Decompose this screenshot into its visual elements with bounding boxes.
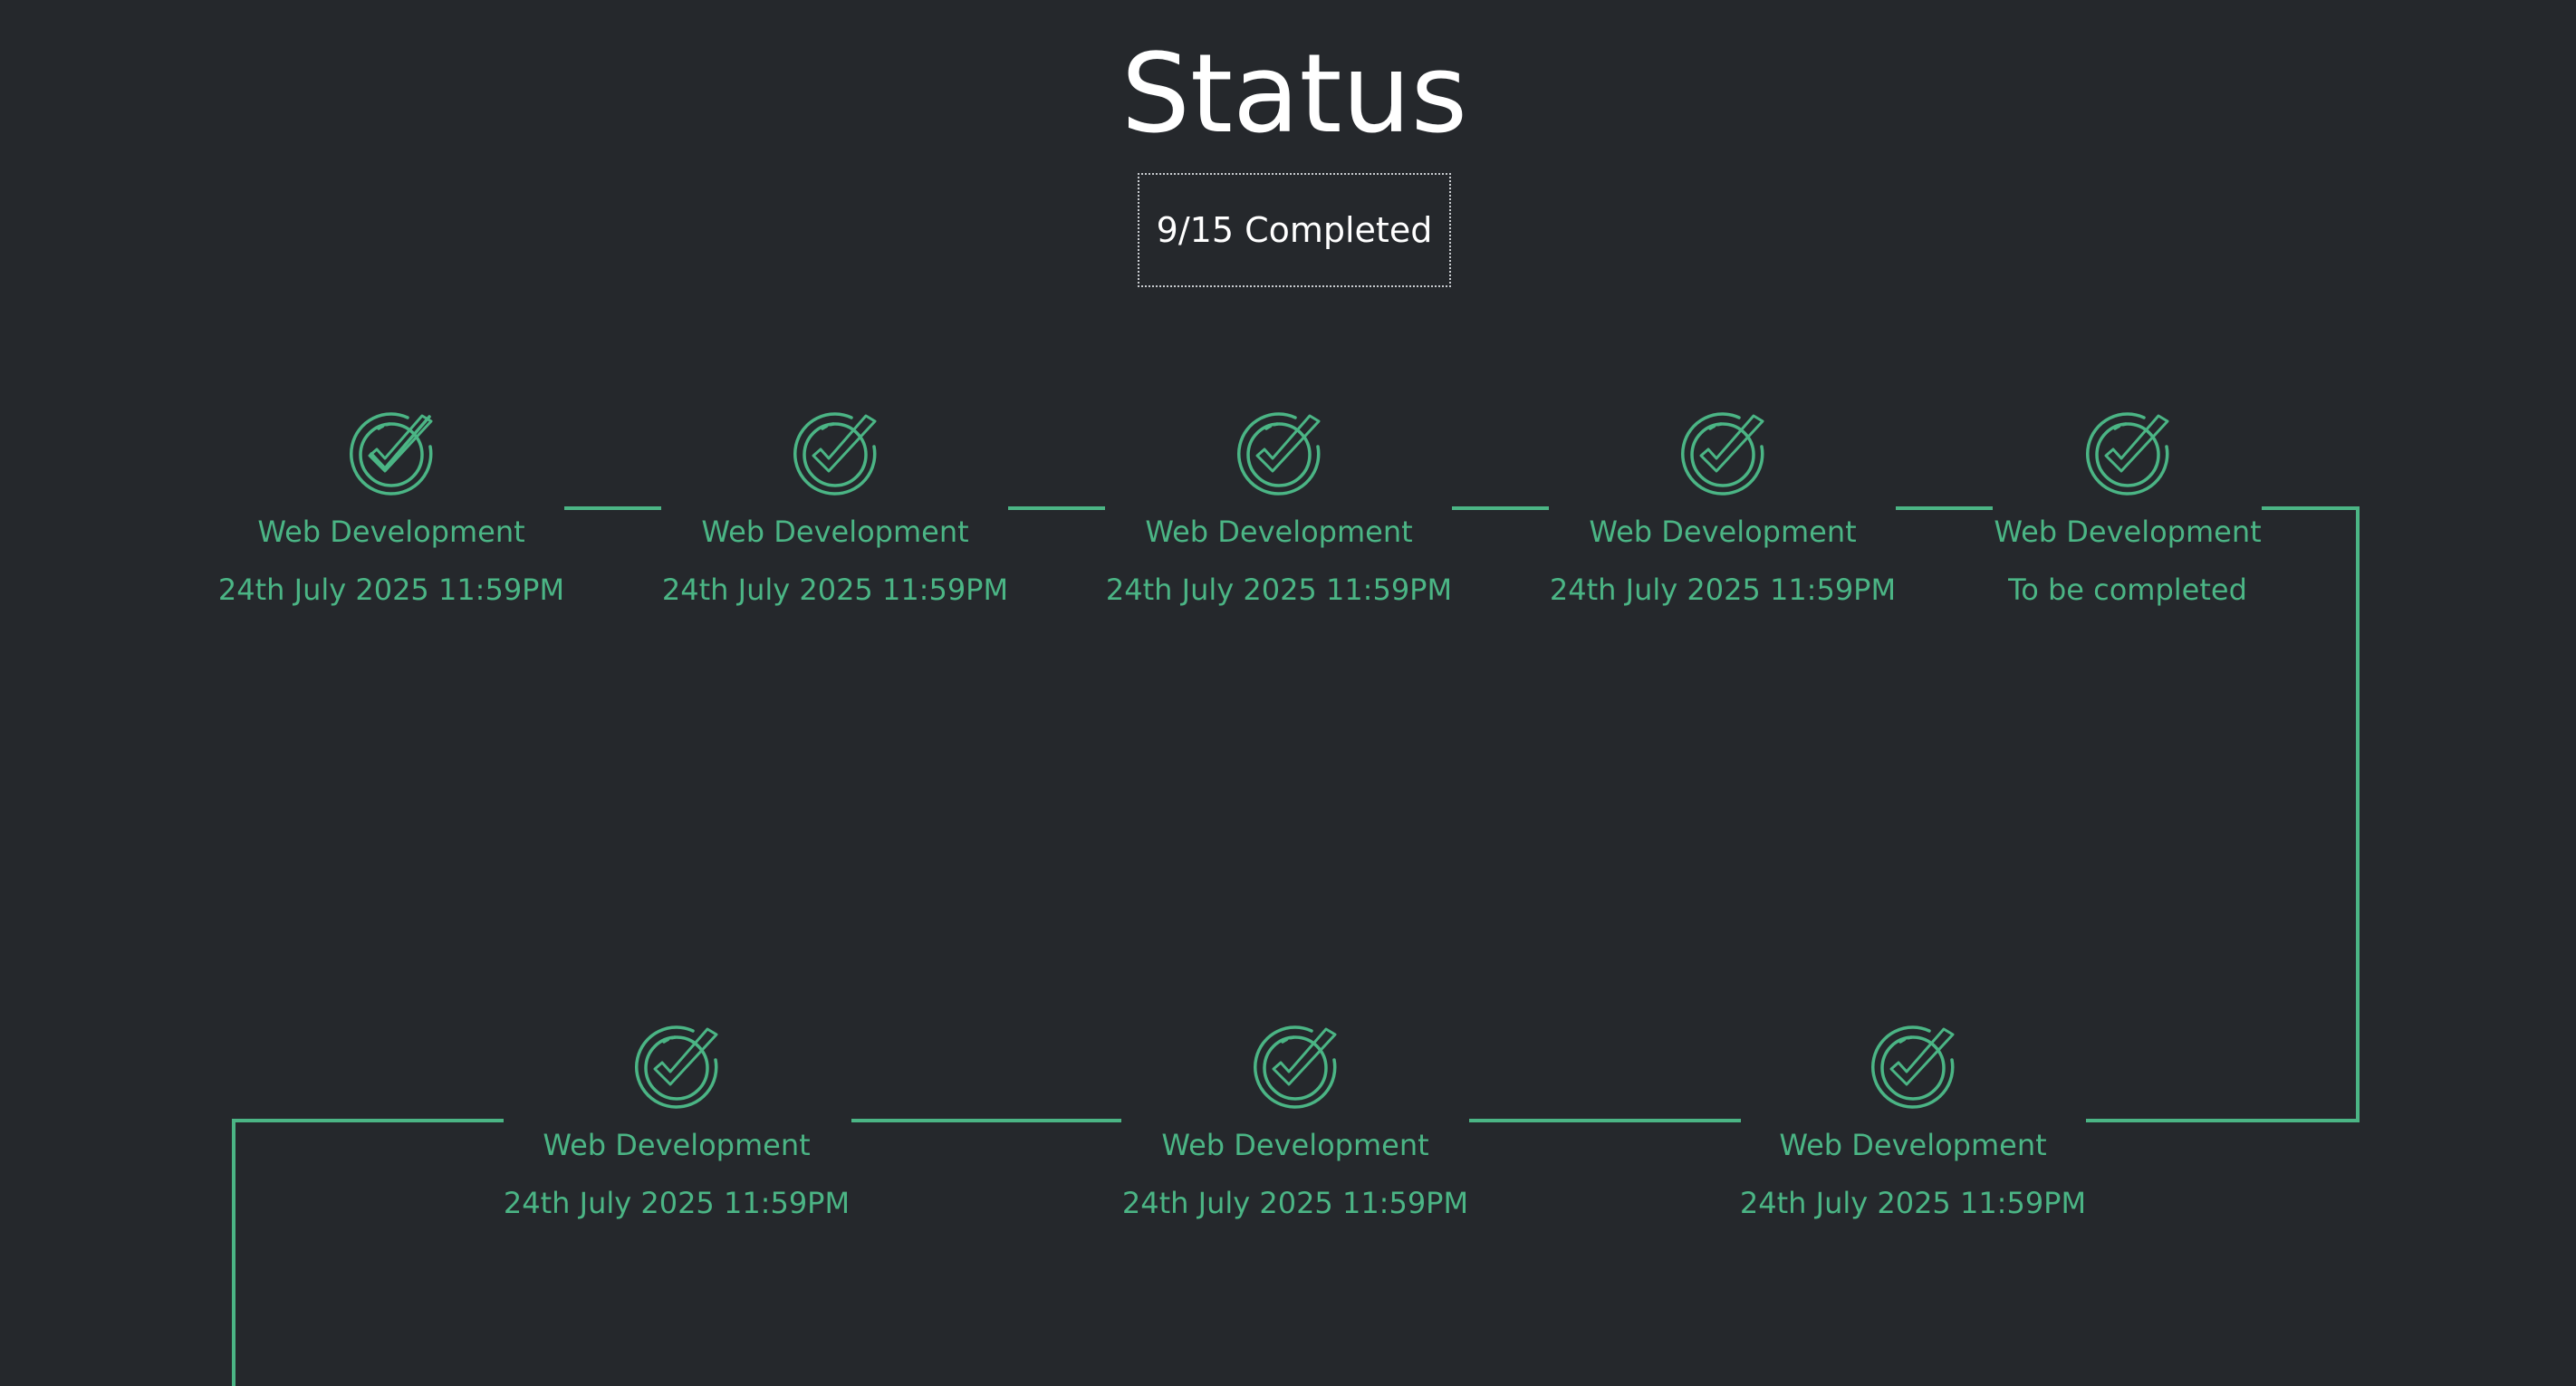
step-title: Web Development bbox=[257, 515, 525, 549]
check-circle-icon bbox=[1236, 412, 1321, 496]
timeline-step: Web Development 24th July 2025 11:59PM bbox=[1533, 409, 1913, 608]
step-title: Web Development bbox=[1779, 1128, 2047, 1162]
timeline-step: Web Development 24th July 2025 11:59PM bbox=[1105, 1022, 1485, 1221]
step-date: To be completed bbox=[2008, 573, 2247, 607]
check-circle-icon bbox=[634, 1025, 718, 1109]
step-date: 24th July 2025 11:59PM bbox=[1105, 573, 1453, 607]
step-date: 24th July 2025 11:59PM bbox=[1121, 1186, 1469, 1220]
timeline-step: Web Development To be completed bbox=[1937, 409, 2318, 608]
timeline-step: Web Development 24th July 2025 11:59PM bbox=[486, 1022, 867, 1221]
connector-turn-left bbox=[232, 1119, 504, 1386]
timeline-step: Web Development 24th July 2025 11:59PM bbox=[645, 409, 1025, 608]
step-title: Web Development bbox=[1994, 515, 2262, 549]
check-circle-icon bbox=[1253, 1025, 1337, 1109]
step-title: Web Development bbox=[701, 515, 969, 549]
check-circle-icon bbox=[793, 412, 877, 496]
check-circle-icon bbox=[349, 412, 433, 496]
step-date: 24th July 2025 11:59PM bbox=[217, 573, 565, 607]
step-title: Web Development bbox=[1589, 515, 1857, 549]
step-date: 24th July 2025 11:59PM bbox=[503, 1186, 851, 1220]
progress-badge: 9/15 Completed bbox=[1138, 173, 1451, 287]
check-circle-icon bbox=[1680, 412, 1764, 496]
step-title: Web Development bbox=[1161, 1128, 1429, 1162]
timeline-step: Web Development 24th July 2025 11:59PM bbox=[1089, 409, 1469, 608]
timeline-step: Web Development 24th July 2025 11:59PM bbox=[1723, 1022, 2103, 1221]
step-date: 24th July 2025 11:59PM bbox=[1739, 1186, 2087, 1220]
step-title: Web Development bbox=[543, 1128, 811, 1162]
timeline-step: Web Development 24th July 2025 11:59PM bbox=[201, 409, 582, 608]
page-title: Status bbox=[1120, 32, 1468, 158]
check-circle-icon bbox=[1870, 1025, 1955, 1109]
check-circle-icon bbox=[2085, 412, 2169, 496]
step-date: 24th July 2025 11:59PM bbox=[1549, 573, 1897, 607]
step-title: Web Development bbox=[1145, 515, 1413, 549]
step-date: 24th July 2025 11:59PM bbox=[661, 573, 1009, 607]
